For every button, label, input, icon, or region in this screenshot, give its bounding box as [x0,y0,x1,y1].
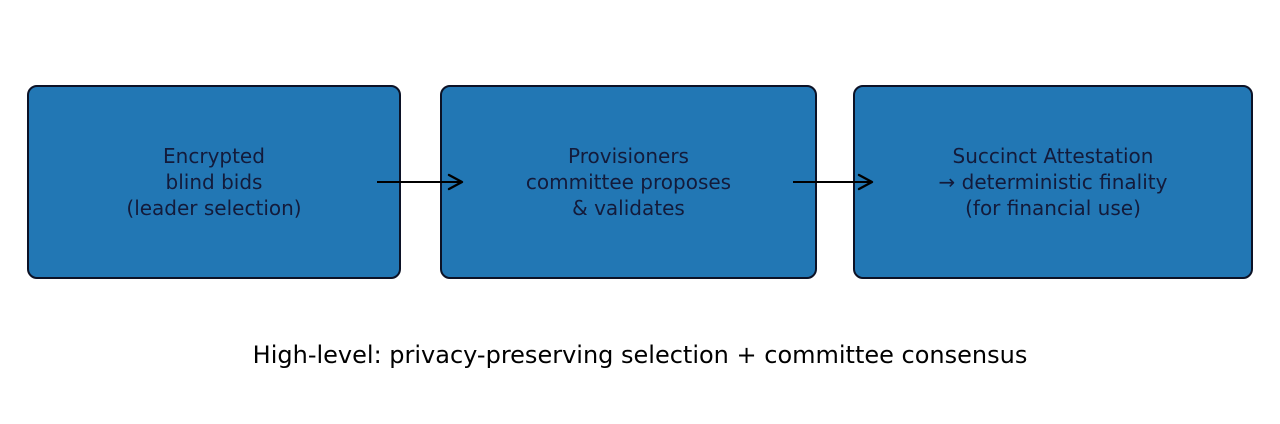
box-line: (for financial use) [965,196,1141,220]
flow-box-encrypted-blind-bids: Encrypted blind bids (leader selection) [27,85,401,279]
flow-box-label: Succinct Attestation → deterministic fin… [939,143,1168,221]
box-line: (leader selection) [126,196,302,220]
box-line: Provisioners [568,144,689,168]
right-arrow-icon [793,173,874,191]
flow-box-label: Provisioners committee proposes & valida… [526,143,731,221]
right-arrow-icon [377,173,464,191]
box-line: Encrypted [163,144,265,168]
diagram-caption: High-level: privacy-preserving selection… [252,341,1028,369]
box-line: Succinct Attestation [952,144,1154,168]
flow-box-succinct-attestation: Succinct Attestation → deterministic fin… [853,85,1253,279]
box-line: → deterministic finality [938,170,1168,194]
box-line: committee proposes [525,170,732,194]
flow-box-label: Encrypted blind bids (leader selection) [126,143,301,221]
box-line: & validates [572,196,685,220]
box-line: blind bids [165,170,263,194]
flow-box-provisioners-committee: Provisioners committee proposes & valida… [440,85,817,279]
